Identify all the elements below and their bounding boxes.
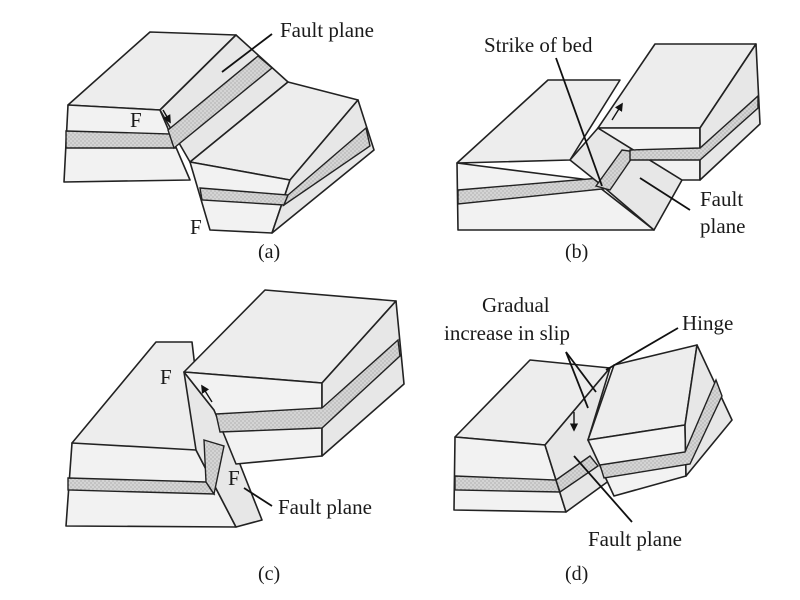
panel-d-label-increase: increase in slip <box>444 321 570 345</box>
panel-c-upper-bed <box>215 338 401 433</box>
panel-c-label-f-upper: F <box>160 365 172 389</box>
panel-a-fault-bed <box>167 55 274 150</box>
panel-c-caption: (c) <box>258 563 280 585</box>
panel-a-leader-fault-plane <box>221 33 273 73</box>
panel-d-caption: (d) <box>565 563 588 585</box>
panel-c-label-fault-plane: Fault plane <box>278 495 372 519</box>
panel-d-label-gradual: Gradual <box>482 293 550 317</box>
panel-a: Fault plane F F (a) <box>63 18 375 263</box>
panel-d-leader-gradual-1 <box>565 351 589 409</box>
panel-c-leader-fault-plane <box>243 487 273 507</box>
panel-d-label-hinge: Hinge <box>682 311 733 335</box>
panel-c: F F Fault plane (c) <box>65 289 405 585</box>
panel-b-label-plane: plane <box>700 214 745 238</box>
panel-a-label-f-upper: F <box>130 108 142 132</box>
panel-a-caption: (a) <box>258 241 280 263</box>
panel-d-leader-fault-plane <box>573 455 633 523</box>
panel-d-label-fault-plane: Fault plane <box>588 527 682 551</box>
panel-a-label-fault-plane: Fault plane <box>280 18 374 42</box>
panel-d-leader-hinge <box>605 327 679 371</box>
panel-a-label-f-lower: F <box>190 215 202 239</box>
panel-b-leader-strike <box>555 57 603 187</box>
panel-c-label-f-lower: F <box>228 466 240 490</box>
panel-a-right-bed-side <box>282 126 371 207</box>
panel-d-fault-bed <box>555 455 600 494</box>
panel-b: Strike of bed Fault plane (b) <box>456 33 761 263</box>
panel-d-right-bed <box>599 378 723 479</box>
panel-a-slip-arrow <box>162 109 171 124</box>
panel-b-caption: (b) <box>565 241 588 263</box>
panel-d: Gradual increase in slip Hinge Fault pla… <box>444 293 733 585</box>
panel-b-fault-face <box>569 127 683 231</box>
panel-d-leader-gradual-2 <box>565 351 597 393</box>
panel-c-fault-bed <box>203 439 225 496</box>
panel-c-slip-arrow <box>201 384 213 403</box>
panel-b-lower-block-top <box>456 79 621 164</box>
panel-b-label-fault: Fault <box>700 187 743 211</box>
panel-b-slip-arrow <box>611 102 623 121</box>
panel-b-label-strike: Strike of bed <box>484 33 593 57</box>
panel-b-upper-bed <box>629 94 759 161</box>
panel-b-leader-fault-plane <box>639 177 691 211</box>
panel-a-left-bed <box>65 130 177 149</box>
